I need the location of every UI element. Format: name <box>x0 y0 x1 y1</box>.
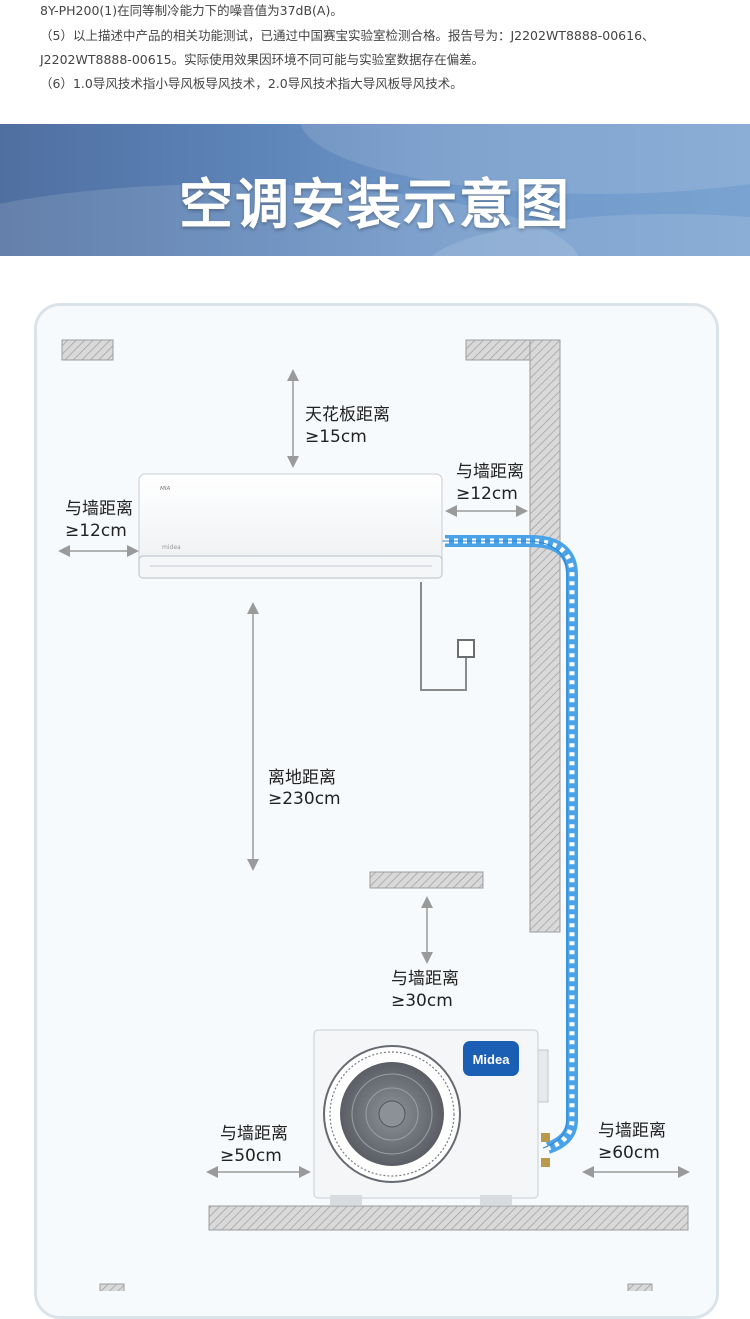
ceiling-distance-title: 天花板距离 <box>305 405 390 425</box>
bottom-wall-left <box>99 1283 125 1291</box>
brand-logo-text: Midea <box>473 1052 511 1067</box>
ceiling-distance-value: ≥15cm <box>305 427 367 447</box>
title-banner: 空调安装示意图 <box>0 124 750 256</box>
indoor-left-distance-title: 与墙距离 <box>65 499 133 519</box>
indoor-unit-icon: ᴹᴵᴬ midea <box>138 473 443 579</box>
page-title: 空调安装示意图 <box>179 173 571 236</box>
indoor-right-distance-title: 与墙距离 <box>456 462 524 482</box>
brand-logo <box>463 1041 519 1076</box>
upper-floor-slab <box>369 871 484 889</box>
ceiling-wall-left <box>61 339 114 361</box>
fan-icon <box>323 1045 461 1183</box>
note-line-4: （6）1.0导风技术指小导风板导风技术，2.0导风技术指大导风板导风技术。 <box>40 76 463 91</box>
note-line-3: J2202WT8888-00615。实际使用效果因环境不同可能与实验室数据存在偏… <box>40 52 485 67</box>
outdoor-left-distance-title: 与墙距离 <box>220 1124 288 1144</box>
footnotes: 8Y-PH200(1)在同等制冷能力下的噪音值为37dB(A)。 （5）以上描述… <box>0 0 750 120</box>
outdoor-right-distance-value: ≥60cm <box>598 1143 660 1163</box>
note-line-1: 8Y-PH200(1)在同等制冷能力下的噪音值为37dB(A)。 <box>40 3 343 18</box>
bottom-wall-right <box>627 1283 653 1291</box>
floor-distance-title: 离地距离 <box>268 768 336 788</box>
outdoor-top-distance-value: ≥30cm <box>391 991 453 1011</box>
floor-distance-value: ≥230cm <box>268 789 341 809</box>
refrigerant-pipe-icon <box>440 535 578 1154</box>
outdoor-unit-icon: Midea <box>313 1029 550 1205</box>
outdoor-top-distance-title: 与墙距离 <box>391 969 459 989</box>
ground-slab <box>208 1205 689 1231</box>
note-line-2: （5）以上描述中产品的相关功能测试，已通过中国赛宝实验室检测合格。报告号为：J2… <box>40 28 655 43</box>
indoor-right-distance-value: ≥12cm <box>456 484 518 504</box>
svg-text:ᴹᴵᴬ: ᴹᴵᴬ <box>160 486 171 496</box>
svg-text:midea: midea <box>162 544 181 551</box>
outdoor-left-distance-value: ≥50cm <box>220 1146 282 1166</box>
indoor-left-distance-value: ≥12cm <box>65 521 127 541</box>
socket-icon <box>420 582 475 691</box>
installation-diagram: ᴹᴵᴬ midea Midea <box>58 339 690 1291</box>
outdoor-right-distance-title: 与墙距离 <box>598 1121 666 1141</box>
side-wall <box>529 339 561 933</box>
